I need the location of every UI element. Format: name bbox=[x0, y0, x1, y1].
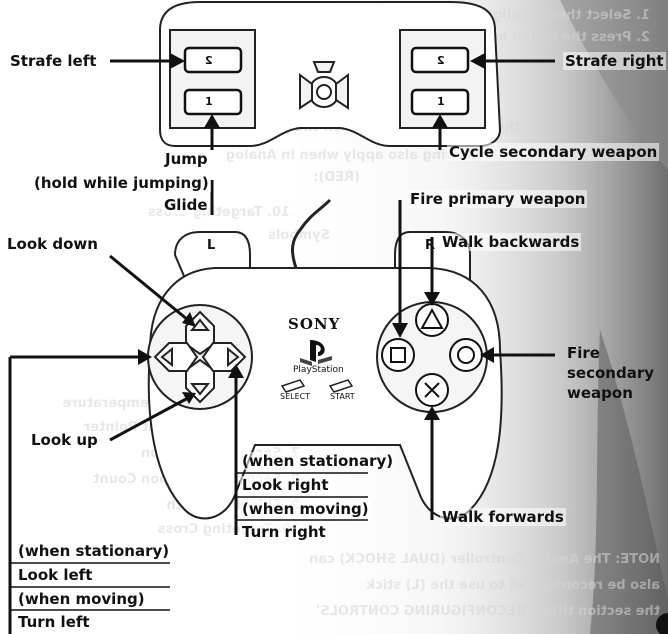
fire-secondary-label-line1: Fire bbox=[567, 344, 600, 362]
walk-backwards-label: Walk backwards bbox=[440, 233, 582, 251]
look-right-label: Look right bbox=[240, 476, 331, 494]
fire-secondary-label-line3: weapon bbox=[567, 384, 633, 402]
r1-label: 1 bbox=[437, 95, 445, 108]
r2-label: 2 bbox=[437, 54, 445, 67]
fire-secondary-label-line2: secondary bbox=[567, 364, 655, 382]
dpad-left-button[interactable] bbox=[153, 342, 199, 372]
turn-right-label: Turn right bbox=[240, 523, 328, 541]
r2-button[interactable] bbox=[410, 46, 470, 74]
cable-connector-inner bbox=[316, 84, 332, 100]
playstation-logo bbox=[300, 340, 332, 366]
jump-label: Jump bbox=[163, 150, 210, 168]
turn-left-label: Turn left bbox=[16, 613, 92, 631]
dpad-right-button[interactable] bbox=[201, 342, 247, 372]
r-shoulder-label: R bbox=[425, 238, 436, 253]
l2-label: 2 bbox=[205, 54, 213, 67]
dpad-down-button[interactable] bbox=[185, 358, 215, 404]
look-down-label: Look down bbox=[5, 235, 100, 253]
cycle-secondary-label: Cycle secondary weapon bbox=[447, 143, 660, 161]
l1-label: 1 bbox=[205, 95, 213, 108]
start-label: START bbox=[330, 392, 355, 401]
l-shoulder-label: L bbox=[207, 238, 216, 253]
sony-logo: SONY bbox=[288, 315, 341, 333]
l2-button[interactable] bbox=[183, 46, 243, 74]
select-button[interactable] bbox=[280, 379, 306, 393]
select-label: SELECT bbox=[280, 392, 311, 401]
triangle-button[interactable] bbox=[415, 303, 449, 337]
when-stationary-right-label: (when stationary) bbox=[240, 452, 396, 470]
strafe-right-label: Strafe right bbox=[563, 52, 666, 70]
start-button[interactable] bbox=[328, 379, 354, 393]
when-moving-left-label: (when moving) bbox=[16, 590, 147, 608]
walk-forwards-label: Walk forwards bbox=[440, 508, 566, 526]
square-button[interactable] bbox=[381, 338, 415, 372]
cross-button[interactable] bbox=[415, 373, 449, 407]
hold-while-jumping-label: (hold while jumping) bbox=[32, 174, 211, 192]
l1-button[interactable] bbox=[183, 88, 243, 116]
strafe-left-label: Strafe left bbox=[8, 52, 99, 70]
when-stationary-left-label: (when stationary) bbox=[16, 542, 172, 560]
circle-button[interactable] bbox=[449, 338, 483, 372]
when-moving-right-label: (when moving) bbox=[240, 500, 371, 518]
glide-label: Glide bbox=[162, 196, 210, 214]
controller-cable bbox=[291, 198, 332, 269]
fire-primary-label: Fire primary weapon bbox=[408, 190, 588, 208]
look-up-label: Look up bbox=[29, 431, 100, 449]
look-left-label: Look left bbox=[16, 566, 95, 584]
playstation-wordmark: PlayStation bbox=[293, 365, 344, 375]
